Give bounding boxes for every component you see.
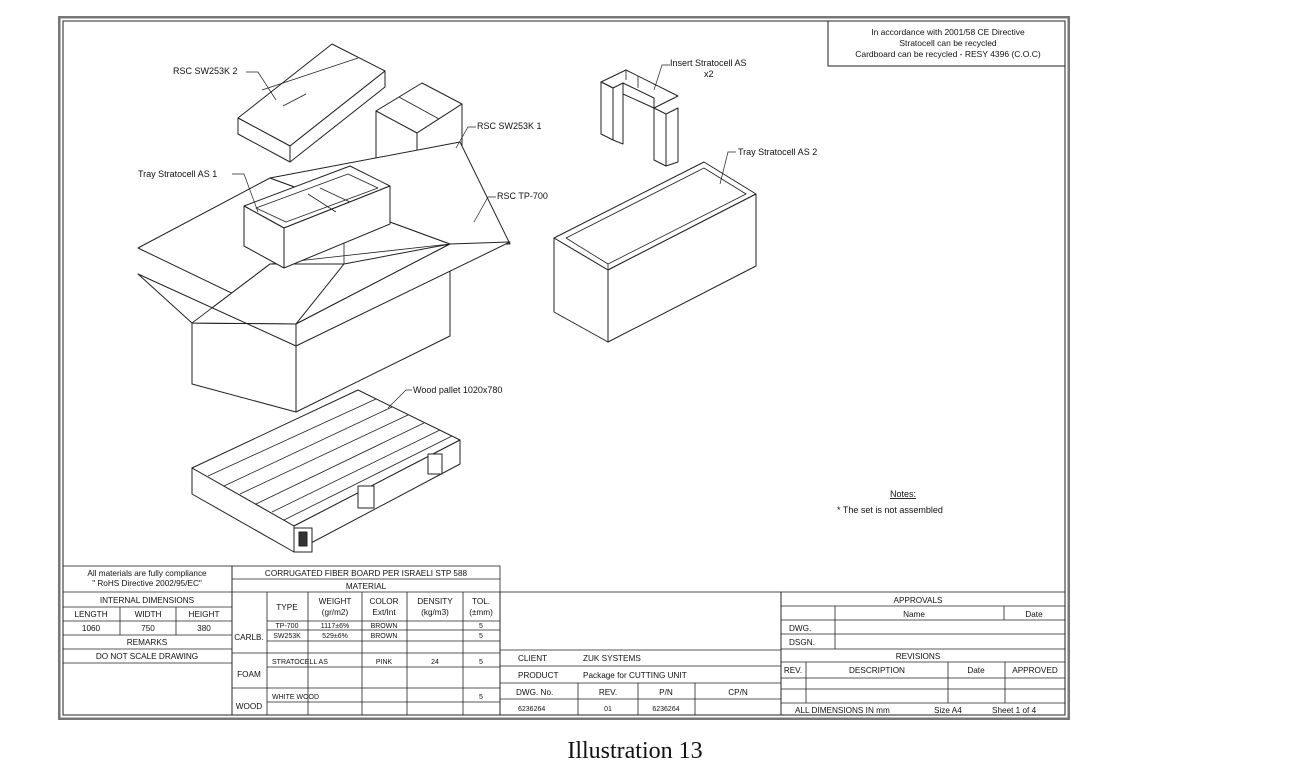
label-rsc-sw253k-2: RSC SW253K 2 — [173, 66, 238, 76]
r3-type: STRATOCELL AS — [272, 659, 328, 666]
weight-header: WEIGHT — [319, 597, 352, 606]
carlb-label: CARLB. — [234, 633, 264, 642]
width-header: WIDTH — [135, 610, 162, 619]
notes-item: * The set is not assembled — [837, 505, 943, 515]
label-wood-pallet: Wood pallet 1020x780 — [413, 385, 502, 395]
do-not-scale-note: DO NOT SCALE DRAWING — [96, 652, 198, 661]
rsc-sw253k-2-box — [237, 43, 386, 163]
material-title: MATERIAL — [346, 582, 387, 591]
client-value: ZUK SYSTEMS — [583, 654, 641, 663]
compliance-line-1: All materials are fully compliance — [87, 569, 207, 578]
approvals-dwg: DWG. — [789, 624, 811, 633]
dwg-no-header: DWG. No. — [516, 688, 553, 697]
weight-unit: (gr/m2) — [322, 608, 349, 617]
title-block-grid — [62, 565, 1066, 716]
board-spec: CORRUGATED FIBER BOARD PER ISRAELI STP 5… — [265, 569, 468, 578]
cpn-header: CP/N — [728, 688, 748, 697]
r1-tol: 5 — [479, 623, 483, 630]
approvals-title: APPROVALS — [894, 596, 944, 605]
sheet-size: Size A4 — [934, 706, 962, 715]
label-insert-quantity: x2 — [704, 69, 714, 79]
r1-color: BROWN — [371, 623, 398, 630]
tol-header: TOL. — [472, 597, 490, 606]
remarks-header: REMARKS — [127, 638, 168, 647]
rev-header: REV. — [599, 688, 617, 697]
approvals-date-header: Date — [1025, 610, 1043, 619]
pn-value: 6236264 — [652, 706, 679, 713]
leader-lines — [232, 64, 736, 409]
tray-stratocell-as-1 — [243, 165, 391, 269]
r1-weight: 1117±6% — [321, 623, 350, 630]
tray-stratocell-as-2 — [553, 161, 757, 343]
label-tray-stratocell-as-1: Tray Stratocell AS 1 — [138, 169, 217, 179]
revisions-rev-header: REV. — [784, 666, 802, 675]
r2-color: BROWN — [371, 633, 398, 640]
r3-color: PINK — [376, 659, 393, 666]
wood-pallet — [191, 389, 461, 553]
color-subheader: Ext/Int — [372, 608, 396, 617]
r3-tol: 5 — [479, 659, 483, 666]
r4-type: WHITE WOOD — [272, 694, 319, 701]
revisions-title: REVISIONS — [896, 652, 941, 661]
figure-caption: Illustration 13 — [567, 738, 703, 764]
sheet-number: Sheet 1 of 4 — [992, 706, 1037, 715]
foam-label: FOAM — [237, 670, 261, 679]
color-header: COLOR — [369, 597, 398, 606]
label-rsc-tp-700: RSC TP-700 — [497, 191, 548, 201]
r2-weight: 529±6% — [322, 633, 348, 640]
r3-density: 24 — [431, 659, 439, 666]
dwg-no-value: 6236264 — [518, 706, 545, 713]
length-header: LENGTH — [74, 610, 107, 619]
height-header: HEIGHT — [189, 610, 220, 619]
r2-type: SW253K — [273, 633, 301, 640]
client-header: CLIENT — [518, 654, 547, 663]
product-header: PRODUCT — [518, 671, 558, 680]
height-value: 380 — [197, 624, 211, 633]
length-value: 1060 — [82, 624, 101, 633]
revisions-description-header: DESCRIPTION — [849, 666, 905, 675]
approvals-dsgn: DSGN. — [789, 638, 815, 647]
type-header: TYPE — [276, 603, 298, 612]
tol-unit: (±mm) — [469, 608, 493, 617]
recycle-line-2: Stratocell can be recycled — [899, 38, 997, 48]
technical-drawing-sheet: In accordance with 2001/58 CE Directive … — [58, 16, 1070, 720]
recycle-line-3: Cardboard can be recycled - RESY 4396 (C… — [855, 49, 1041, 59]
revisions-date-header: Date — [967, 666, 985, 675]
label-insert-stratocell-as: Insert Stratocell AS — [670, 58, 747, 68]
label-tray-stratocell-as-2: Tray Stratocell AS 2 — [738, 147, 817, 157]
product-value: Package for CUTTING UNIT — [583, 671, 687, 680]
r4-tol: 5 — [479, 694, 483, 701]
approvals-name-header: Name — [903, 610, 925, 619]
rev-value: 01 — [604, 706, 612, 713]
label-rsc-sw253k-1: RSC SW253K 1 — [477, 121, 542, 131]
recycle-note: In accordance with 2001/58 CE Directive … — [827, 20, 1066, 67]
drawing-canvas: In accordance with 2001/58 CE Directive … — [58, 16, 1070, 720]
internal-dimensions-title: INTERNAL DIMENSIONS — [100, 596, 195, 605]
pn-header: P/N — [659, 688, 673, 697]
wood-label: WOOD — [236, 702, 262, 711]
revisions-approved-header: APPROVED — [1012, 666, 1058, 675]
density-header: DENSITY — [417, 597, 453, 606]
r1-type: TP-700 — [276, 623, 299, 630]
width-value: 750 — [141, 624, 155, 633]
notes-title: Notes: — [890, 489, 916, 499]
insert-stratocell-as — [600, 69, 679, 167]
compliance-line-2: " RoHS Directive 2002/95/EC" — [92, 579, 202, 588]
r2-tol: 5 — [479, 633, 483, 640]
density-unit: (kg/m3) — [421, 608, 449, 617]
recycle-line-1: In accordance with 2001/58 CE Directive — [871, 27, 1025, 37]
dimensions-note: ALL DIMENSIONS IN mm — [795, 706, 890, 715]
